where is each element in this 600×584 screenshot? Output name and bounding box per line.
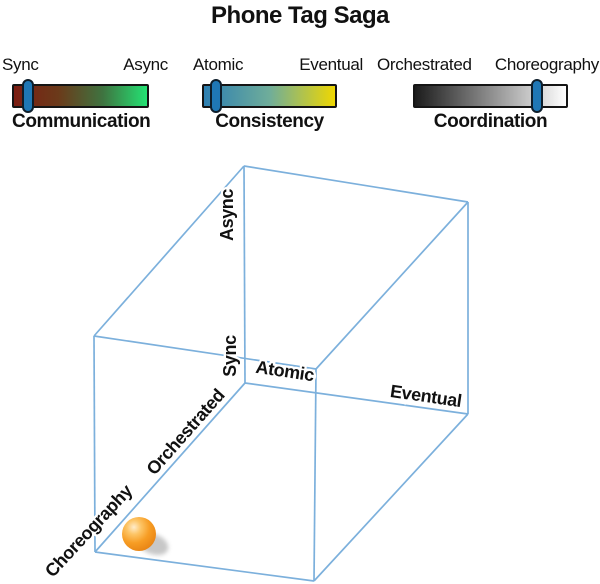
coordination-low-label: Orchestrated <box>377 55 472 74</box>
cube-axis-label-eventual: Eventual <box>389 381 463 411</box>
communication-slider: Sync Async Communication <box>2 55 168 147</box>
coordination-slider-track[interactable] <box>413 79 568 113</box>
communication-slider-handle[interactable] <box>21 79 34 113</box>
dimension-cube: Async Sync Atomic Eventual Orchestrated … <box>39 165 469 583</box>
communication-caption: Communication <box>12 111 151 132</box>
coordination-slider: Orchestrated Choreography Coordination <box>377 55 599 147</box>
consistency-slider: Atomic Eventual Consistency <box>193 55 363 147</box>
coordination-slider-handle[interactable] <box>530 79 543 113</box>
communication-low-label: Sync <box>2 55 39 74</box>
communication-high-label: Async <box>123 55 168 74</box>
consistency-low-label: Atomic <box>193 55 244 74</box>
consistency-high-label: Eventual <box>299 55 363 74</box>
cube-axis-label-orchestrated: Orchestrated <box>142 385 228 479</box>
consistency-slider-handle[interactable] <box>209 79 222 113</box>
consistency-caption: Consistency <box>215 111 324 132</box>
cube-wireframe <box>93 165 469 582</box>
consistency-slider-track[interactable] <box>202 79 337 113</box>
diagram-title: Phone Tag Saga <box>211 2 389 29</box>
data-point-sphere <box>122 517 156 551</box>
cube-axis-label-sync: Sync <box>220 335 240 377</box>
cube-axis-label-async: Async <box>217 189 237 241</box>
coordination-high-label: Choreography <box>494 55 599 74</box>
cube-axis-label-atomic: Atomic <box>254 357 315 386</box>
communication-slider-track[interactable] <box>12 79 149 113</box>
coordination-caption: Coordination <box>433 111 548 132</box>
cube-axis-label-choreography: Choreography <box>41 481 137 581</box>
